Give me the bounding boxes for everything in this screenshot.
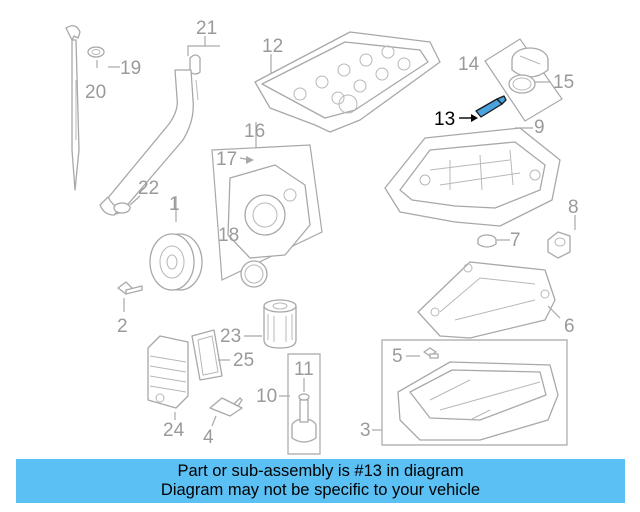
sensor-part-8 [547,231,571,259]
callout-19: 19 [120,58,141,79]
callout-3: 3 [360,420,371,441]
callout-10: 10 [256,386,277,407]
callout-15: 15 [553,72,574,93]
callout-16: 16 [244,121,265,142]
oil-filter-part-23 [263,299,297,349]
callout-17: 17 [216,149,237,170]
dipstick-seal-part-20 [87,46,105,58]
plug-part-7 [477,234,497,248]
oil-level-sensor-part-10 [291,399,317,443]
bracket-part-4 [209,397,243,417]
o-ring-part-11 [298,393,310,401]
callout-14: 14 [458,54,480,75]
callout-8: 8 [568,197,579,218]
banner-line-2: Diagram may not be specific to your vehi… [160,481,481,499]
clip-part-22 [113,202,131,214]
oil-filler-cap-part-14 [511,47,549,78]
part-info-banner: Part or sub-assembly is #13 in diagram D… [16,459,625,503]
baffle-plate-part-6 [417,261,556,339]
dipstick-tube-part-21 [99,54,201,216]
callout-24: 24 [163,420,185,441]
valve-cover-part-12 [254,31,441,133]
callout-23: 23 [220,326,241,347]
callout-9: 9 [534,117,545,138]
seal-ring-part-18 [240,260,268,288]
drain-plug-part-5 [423,347,439,359]
callout-12: 12 [262,36,283,57]
sealant-tube-part-13 [475,95,507,118]
callout-18: 18 [218,225,239,246]
banner-line-1: Part or sub-assembly is #13 in diagram [177,462,464,480]
gasket-part-25 [191,329,223,381]
oil-cooler-part-24 [147,335,189,409]
timing-cover-part-16 [227,164,311,259]
callout-20: 20 [85,82,106,103]
callout-7: 7 [510,230,521,251]
callout-11: 11 [294,359,314,380]
callout-5: 5 [392,346,403,367]
callout-21: 21 [196,18,217,39]
bolt-part-2 [117,281,143,295]
upper-oil-pan-part-9 [384,127,561,227]
callout-2: 2 [117,316,128,337]
callout-22: 22 [138,178,159,199]
dipstick-part-19 [65,25,81,191]
cap-seal-part-15 [508,74,536,94]
callout-25: 25 [233,350,254,371]
callout-4: 4 [203,427,214,448]
callout-1: 1 [169,194,180,215]
crank-pulley-part-1 [149,233,203,291]
lower-oil-pan-part-3 [397,361,559,441]
parts-diagram: 19 20 21 22 12 1 [65,18,579,455]
callout-6: 6 [564,316,575,337]
callout-13: 13 [434,109,455,130]
